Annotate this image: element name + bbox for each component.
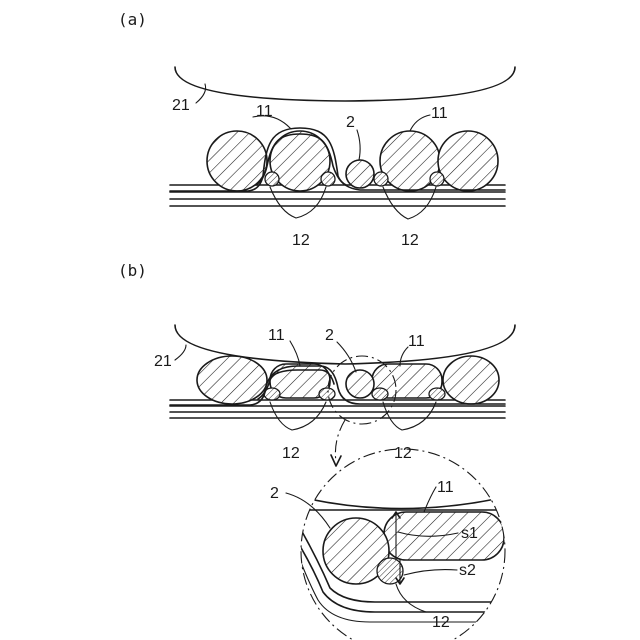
panel-b-caption: (b) <box>118 261 147 280</box>
cord-11 <box>438 131 498 191</box>
cord-11 <box>197 356 267 404</box>
cord-12 <box>265 172 279 186</box>
panel-b: (b) 21 11 2 <box>118 261 515 466</box>
label-11-left: 11 <box>256 103 273 120</box>
label-detail-11: 11 <box>437 479 454 496</box>
cord-11 <box>443 356 499 404</box>
panel-a-caption: (a) <box>118 10 147 29</box>
label-12-right: 12 <box>401 232 419 249</box>
label-detail-2: 2 <box>270 485 279 502</box>
label-11-left: 11 <box>268 327 285 344</box>
leader-2 <box>357 130 360 160</box>
label-2: 2 <box>325 327 334 344</box>
cord-12 <box>372 388 388 400</box>
cord-12 <box>429 388 445 400</box>
label-2: 2 <box>346 114 355 131</box>
label-12-left: 12 <box>292 232 310 249</box>
label-12-right: 12 <box>394 445 412 462</box>
label-detail-s1: s1 <box>461 525 478 542</box>
leader-detail-12 <box>396 584 426 612</box>
label-12-left: 12 <box>282 445 300 462</box>
label-21: 21 <box>154 353 172 370</box>
detail-roller-surface <box>300 497 505 509</box>
label-21: 21 <box>172 97 190 114</box>
cord-12 <box>430 172 444 186</box>
detail-cord-11 <box>384 512 504 560</box>
label-11-right: 11 <box>431 105 448 122</box>
element-2 <box>346 370 374 398</box>
roller-surface-21 <box>175 67 515 101</box>
cord-11 <box>207 131 267 191</box>
cord-12 <box>321 172 335 186</box>
cord-12 <box>374 172 388 186</box>
leader-detail-s2 <box>404 570 457 575</box>
leader-11-right <box>400 347 408 366</box>
panel-a: (a) 21 11 2 11 <box>118 10 515 249</box>
label-11-right: 11 <box>408 333 425 350</box>
detail-pointer-arc <box>335 420 345 462</box>
leader-11-right <box>410 115 430 131</box>
label-detail-s2: s2 <box>459 562 476 579</box>
leader-2 <box>337 342 356 372</box>
detail-view: 2 11 s1 s2 12 <box>270 449 505 640</box>
leader-21 <box>175 345 186 360</box>
cord-12 <box>319 388 335 400</box>
label-detail-12: 12 <box>432 614 450 631</box>
element-2 <box>346 160 374 188</box>
detail-cord-12 <box>377 558 403 584</box>
